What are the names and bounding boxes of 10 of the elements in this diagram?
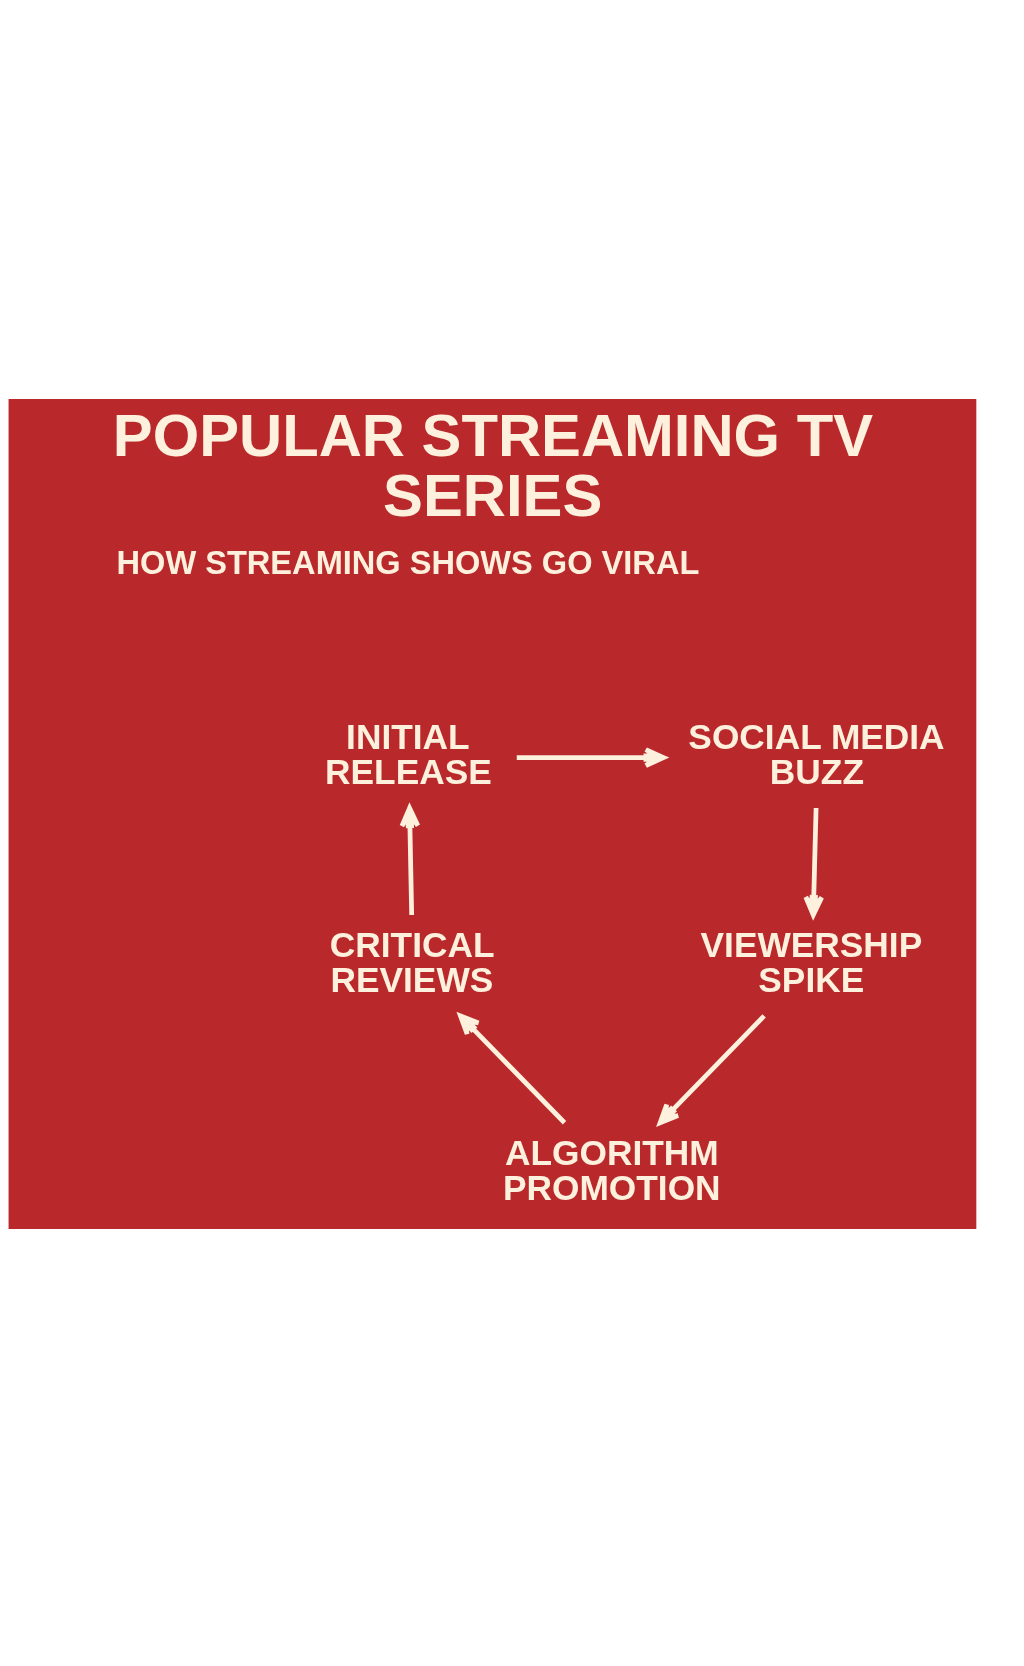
arrow [399,805,421,915]
node-text: SOCIAL MEDIA BUZZ [688,716,945,791]
diagram-title: POPULAR STREAMING TV SERIES [112,401,873,529]
node-text: CRITICAL REVIEWS [329,924,495,999]
arrow [657,1013,766,1125]
label: HOW STREAMING SHOWS GO VIRAL [116,543,700,581]
arrow [458,1013,567,1124]
node-text: INITIAL RELEASE [325,716,492,791]
node-text: VIEWERSHIP SPIKE [700,924,923,999]
node-text: ALGORITHM PROMOTION [502,1132,721,1207]
